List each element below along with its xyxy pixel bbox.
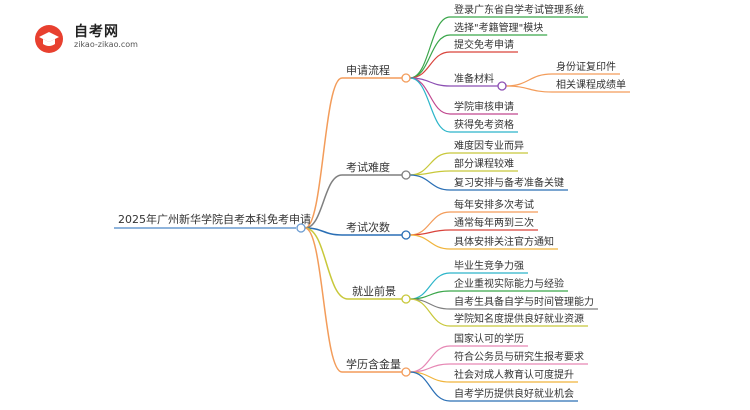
leaf-topic-3-0[interactable]: 毕业生竞争力强 [454,259,524,272]
grandchild-topic-1[interactable]: 相关课程成绩单 [556,78,626,91]
leaf-topic-1-0[interactable]: 难度因专业而异 [454,139,524,152]
leaf-topic-4-1[interactable]: 符合公务员与研究生报考要求 [454,350,584,363]
edge-branch-1-child-1 [409,170,451,176]
leaf-topic-4-3[interactable]: 自考学历提供良好就业机会 [454,387,574,400]
leaf-topic-3-2[interactable]: 自考生具备自学与时间管理能力 [454,295,594,308]
edge-branch-4-child-3 [409,371,451,402]
edge-root-branch-3 [304,227,349,300]
edge-root-branch-0 [304,77,343,229]
leaf-topic-2-0[interactable]: 每年安排多次考试 [454,198,534,211]
leaf-collapse-toggle-0-3[interactable] [497,81,507,91]
logo-title: 自考网 [74,24,119,40]
leaf-topic-0-3[interactable]: 准备材料 [454,72,494,85]
grandchild-topic-0[interactable]: 身份证复印件 [556,60,616,73]
leaf-topic-0-1[interactable]: 选择"考籍管理"模块 [454,21,543,34]
branch-collapse-toggle-2[interactable] [401,230,411,240]
edge-root-branch-4 [304,227,343,373]
leaf-topic-4-2[interactable]: 社会对成人教育认可度提升 [454,368,574,381]
leaf-topic-3-3[interactable]: 学院知名度提供良好就业资源 [454,312,584,325]
edge-branch-0-child-2 [409,51,451,79]
branch-topic-3[interactable]: 就业前景 [352,284,396,298]
edge-branch-0-child-5 [409,77,451,133]
leaf-topic-0-4[interactable]: 学院审核申请 [454,100,514,113]
edge-branch-2-child-0 [409,211,451,236]
branch-collapse-toggle-0[interactable] [401,73,411,83]
branch-topic-1[interactable]: 考试难度 [346,160,390,174]
logo-url: zikao-zikao.com [74,40,138,49]
edge-leaf-grandchild-1 [505,85,553,93]
leaf-topic-2-1[interactable]: 通常每年两到三次 [454,216,534,229]
edges-layer [114,16,630,402]
leaf-topic-1-2[interactable]: 复习安排与备考准备关键 [454,176,564,189]
site-logo[interactable]: 自考网 zikao-zikao.com [34,18,154,53]
edge-root-branch-1 [304,174,343,229]
branch-collapse-toggle-1[interactable] [401,170,411,180]
leaf-topic-0-2[interactable]: 提交免考申请 [454,38,514,51]
edge-branch-1-child-2 [409,174,451,191]
nodes-layer: 2025年广州新华学院自考本科免考申请 申请流程 登录广东省自学考试管理系统选择"考… [118,3,626,400]
root-collapse-toggle[interactable] [296,223,306,233]
leaf-topic-0-5[interactable]: 获得免考资格 [454,118,514,131]
leaf-topic-3-1[interactable]: 企业重视实际能力与经验 [454,277,564,290]
edge-branch-2-child-2 [409,234,451,250]
branch-collapse-toggle-4[interactable] [401,367,411,377]
edge-branch-0-child-4 [409,77,451,115]
leaf-topic-4-0[interactable]: 国家认可的学历 [454,332,524,345]
edge-branch-3-child-3 [409,298,451,327]
edge-branch-0-child-0 [409,16,451,79]
branch-collapse-toggle-3[interactable] [401,294,411,304]
edge-leaf-grandchild-0 [505,73,553,87]
branch-topic-2[interactable]: 考试次数 [346,220,390,234]
leaf-topic-2-2[interactable]: 具体安排关注官方通知 [454,235,554,248]
leaf-topic-1-1[interactable]: 部分课程较难 [454,157,514,170]
cap-base [43,39,55,46]
edge-branch-0-child-1 [409,34,451,79]
root-topic[interactable]: 2025年广州新华学院自考本科免考申请 [118,212,311,226]
leaf-topic-0-0[interactable]: 登录广东省自学考试管理系统 [454,3,584,16]
branch-topic-4[interactable]: 学历含金量 [346,357,401,371]
branch-topic-0[interactable]: 申请流程 [346,63,390,77]
edge-branch-2-child-1 [409,229,451,236]
graduation-cap-icon [35,25,63,53]
